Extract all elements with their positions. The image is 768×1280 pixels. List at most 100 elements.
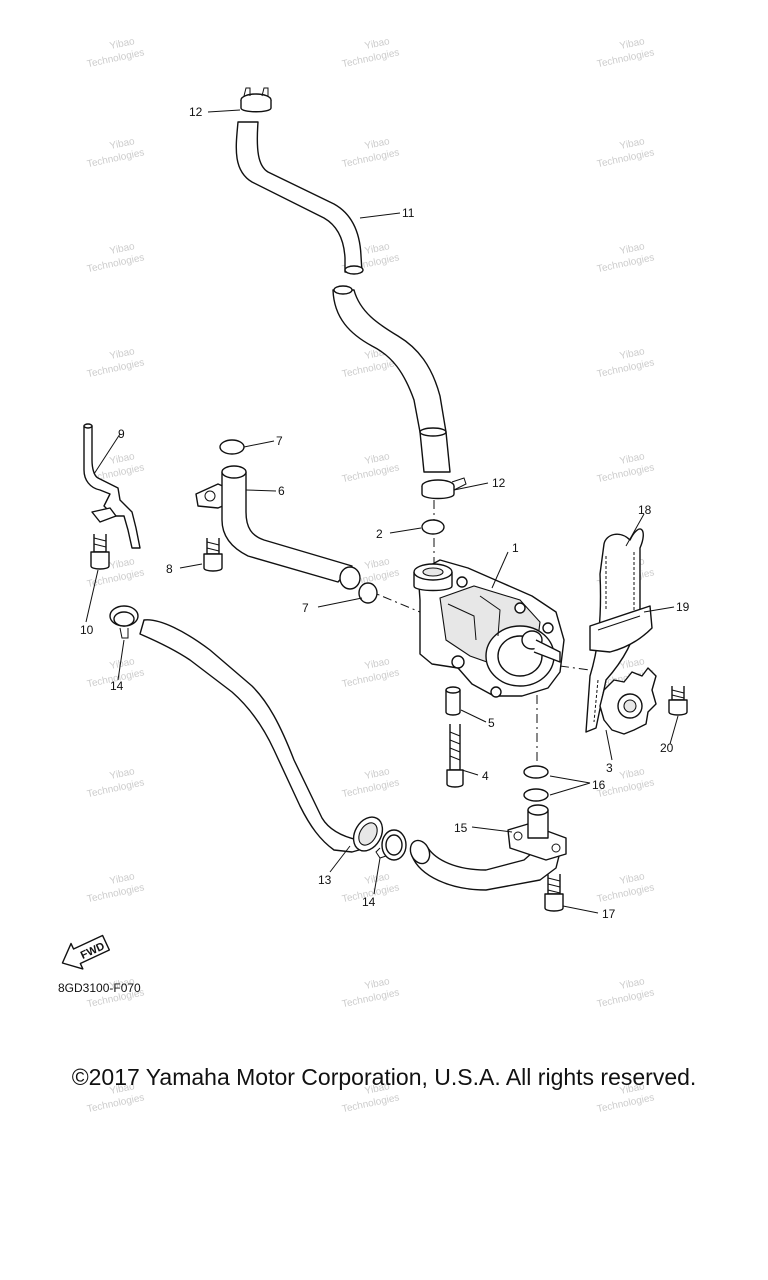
svg-text:Yibao: Yibao [619, 451, 646, 467]
fwd-arrow-icon: FWD [61, 934, 111, 970]
callout-19: 19 [676, 600, 690, 614]
svg-text:Yibao: Yibao [109, 136, 136, 152]
svg-text:Yibao: Yibao [364, 451, 391, 467]
bolt-20 [668, 686, 688, 716]
diagram-code: 8GD3100-F070 [58, 981, 141, 995]
svg-text:Yibao: Yibao [364, 241, 391, 257]
o-ring-7-top [219, 439, 245, 455]
hose-11 [235, 121, 451, 473]
clamp-14-top [109, 605, 139, 639]
bolt-17 [544, 874, 564, 912]
svg-text:Yibao: Yibao [364, 36, 391, 52]
callout-11: 11 [402, 206, 415, 220]
clamp-14-bottom [375, 829, 407, 861]
bolt-4 [446, 724, 464, 788]
callout-7: 7 [276, 434, 283, 448]
o-ring-16-a [523, 765, 549, 779]
svg-text:Yibao: Yibao [619, 136, 646, 152]
callout-12: 12 [189, 105, 203, 119]
callout-3: 3 [606, 761, 613, 775]
svg-text:Yibao: Yibao [619, 1081, 646, 1097]
callout-18: 18 [638, 503, 652, 517]
svg-text:Yibao: Yibao [364, 766, 391, 782]
callout-17: 17 [602, 907, 616, 921]
bolt-10 [90, 534, 110, 570]
svg-text:Yibao: Yibao [109, 36, 136, 52]
svg-text:Yibao: Yibao [364, 656, 391, 672]
fwd-label: FWD [79, 940, 107, 961]
callout-15: 15 [454, 821, 468, 835]
clamp-12-mid [421, 477, 467, 500]
copyright-notice: ©2017 Yamaha Motor Corporation, U.S.A. A… [71, 1064, 697, 1090]
callout-16: 16 [592, 778, 606, 792]
chain-guide-19 [589, 605, 653, 653]
callout-9: 9 [118, 427, 125, 441]
svg-text:Yibao: Yibao [109, 556, 136, 572]
svg-text:Yibao: Yibao [109, 346, 136, 362]
oil-pump-1 [413, 559, 565, 698]
o-ring-7-bottom [358, 582, 378, 604]
svg-text:Yibao: Yibao [619, 871, 646, 887]
callout-14: 14 [110, 679, 124, 693]
svg-text:Yibao: Yibao [109, 451, 136, 467]
svg-text:Yibao: Yibao [364, 556, 391, 572]
callout-2: 2 [376, 527, 383, 541]
svg-text:Yibao: Yibao [109, 871, 136, 887]
bolt-8 [203, 538, 223, 572]
svg-text:Yibao: Yibao [109, 766, 136, 782]
svg-text:Yibao: Yibao [109, 241, 136, 257]
sprocket-3 [599, 667, 657, 735]
svg-text:Yibao: Yibao [619, 346, 646, 362]
svg-text:Yibao: Yibao [619, 36, 646, 52]
pipe-6 [195, 465, 361, 590]
leader-lines [85, 109, 679, 914]
callout-14: 14 [362, 895, 376, 909]
callout-20: 20 [660, 741, 674, 755]
callout-10: 10 [80, 623, 94, 637]
o-ring-2 [421, 519, 445, 535]
callout-6: 6 [278, 484, 285, 498]
svg-text:Yibao: Yibao [109, 1081, 136, 1097]
callout-5: 5 [488, 716, 495, 730]
svg-text:Yibao: Yibao [109, 976, 136, 992]
svg-text:Yibao: Yibao [619, 241, 646, 257]
callout-8: 8 [166, 562, 173, 576]
svg-text:Yibao: Yibao [364, 1081, 391, 1097]
svg-text:Yibao: Yibao [619, 766, 646, 782]
callout-4: 4 [482, 769, 489, 783]
callout-7: 7 [302, 601, 309, 615]
hose-13 [139, 619, 384, 853]
callout-13: 13 [318, 873, 332, 887]
callout-12: 12 [492, 476, 506, 490]
callout-1: 1 [512, 541, 519, 555]
svg-text:Yibao: Yibao [619, 976, 646, 992]
pipe-9 [83, 423, 141, 549]
svg-text:Yibao: Yibao [619, 656, 646, 672]
pipe-15 [409, 804, 567, 891]
svg-text:Yibao: Yibao [364, 871, 391, 887]
svg-text:Yibao: Yibao [364, 136, 391, 152]
dowel-pin-5 [445, 686, 461, 716]
o-ring-16-b [523, 788, 549, 802]
